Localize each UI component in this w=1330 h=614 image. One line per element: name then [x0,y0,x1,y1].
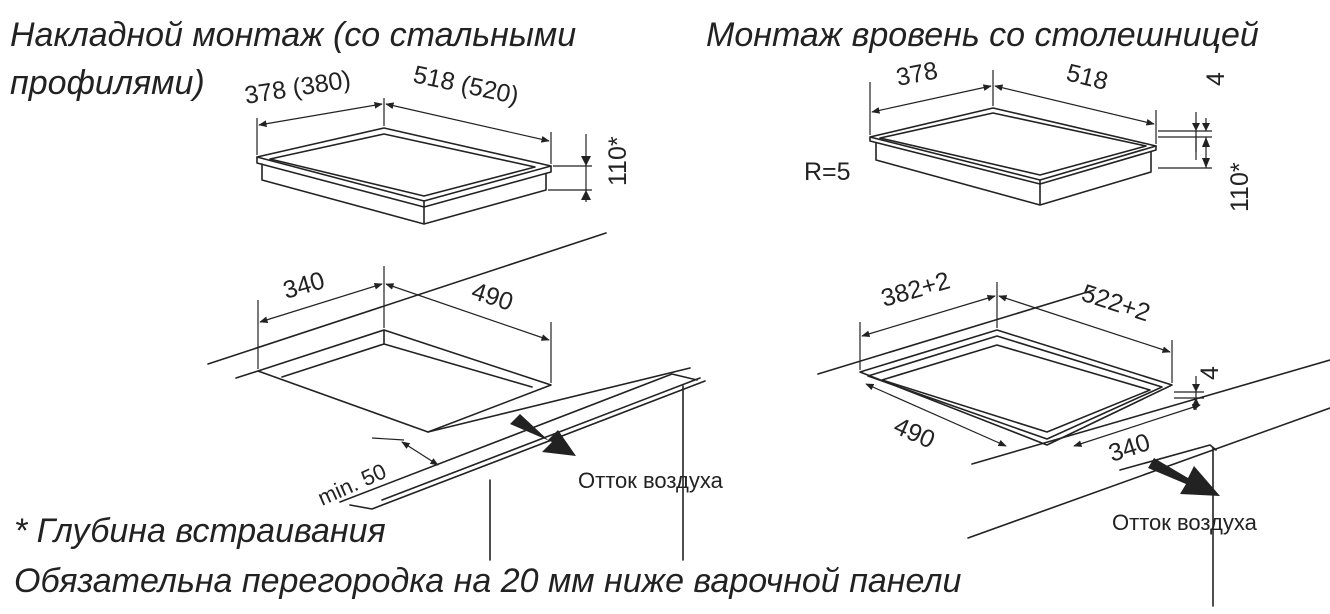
label-flush-height: 110* [1226,162,1254,212]
dim-flush-rebate-length [998,295,1171,353]
dim-overlay-length [385,102,550,143]
flush-hob-drawing [869,70,1212,206]
label-flush-rebate-length: 522+2 [1078,279,1153,327]
dim-overlay-cutout-length [385,283,550,341]
title-flush: Монтаж вровень со столешницей [706,16,1259,54]
flush-hob-body [869,136,1157,185]
dim-overlay-width [258,101,383,128]
label-flush-rebate-depth: 4 [1196,366,1224,380]
dim-overlay-min-gap [401,441,439,466]
flush-cutout-inner [881,344,1151,433]
overlay-hob-box [261,163,547,225]
note-partition: Обязательна перегородка на 20 мм ниже ва… [14,562,961,600]
dim-flush-cutout-length [865,383,1007,447]
dim-flush-rebate-width [861,294,996,338]
overlay-worktop-back [207,232,607,365]
label-flush-radius: R=5 [804,158,851,186]
dim-flush-length [994,84,1155,126]
overlay-hob-body [256,156,552,208]
overlay-airflow-arrow [510,414,576,456]
label-flush-length: 518 [1064,59,1111,96]
label-flush-width: 378 [894,56,940,91]
label-flush-cutout-length: 490 [890,412,940,455]
label-overlay-cutout-length: 490 [468,277,516,317]
label-overlay-height: 110* [604,136,632,186]
label-overlay-length: 518 (520) [411,60,522,110]
overlay-hob-drawing [256,98,592,225]
overlay-cutout-drawing [207,232,706,561]
label-overlay-cutout-width: 340 [280,266,328,304]
title-overlay-line2: профилями) [10,64,205,102]
label-overlay-min-gap: min. 50 [314,458,390,510]
overlay-worktop-front [427,367,691,433]
note-depth: * Глубина встраивания [14,512,386,550]
flush-hob-box [875,142,1152,206]
label-flush-frame: 4 [1202,72,1230,86]
flush-hob-glass [879,112,1147,176]
dim-overlay-cutout-width [259,283,383,323]
label-overlay-airflow: Отток воздуха [578,468,724,493]
flush-airflow-arrow [1148,458,1220,496]
overlay-cutout-outline [257,329,552,433]
title-overlay-line1: Накладной монтаж (со стальными [10,16,576,54]
dim-flush-width [871,84,992,114]
label-overlay-width: 378 (380) [243,66,353,110]
label-flush-rebate-width: 382+2 [878,266,953,312]
dim-flush-cutout-width [1073,404,1201,447]
flush-cutout-drawing [817,282,1330,607]
label-flush-airflow: Отток воздуха [1112,510,1258,535]
overlay-hob-glass [269,133,536,197]
